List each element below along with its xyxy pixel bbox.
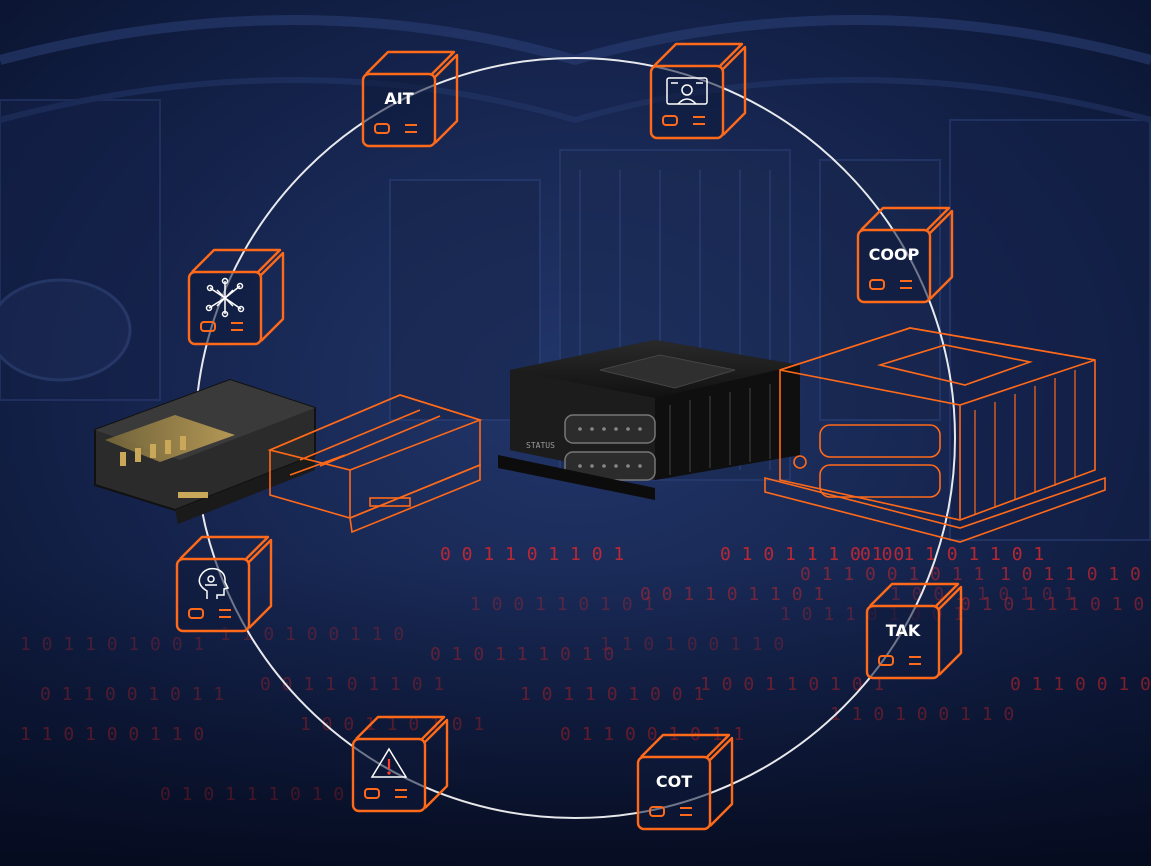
module-side-face — [929, 209, 954, 300]
module-label: TAK — [886, 621, 921, 640]
module-tak[interactable]: TAK — [865, 582, 963, 680]
module-dashboard[interactable] — [649, 42, 747, 140]
status-label: STATUS — [526, 441, 555, 450]
module-front-face — [649, 64, 725, 140]
port-icon — [374, 123, 390, 134]
module-label: COT — [656, 772, 692, 791]
module-top-face — [653, 42, 744, 67]
port-icon — [878, 655, 894, 666]
rugged-box-photo: STATUS — [498, 340, 800, 500]
port-icon — [649, 806, 665, 817]
port-icon — [662, 115, 678, 126]
hardware-lineup: STATUS — [94, 327, 1106, 543]
module-front-face — [856, 228, 932, 304]
binary-digits: 0 1 0 1 1 1 0 1 0 — [720, 544, 904, 565]
module-top-face — [869, 582, 960, 607]
rugged-box-outline — [764, 327, 1106, 543]
module-network[interactable] — [187, 248, 285, 346]
module-top-face — [355, 715, 446, 740]
port-icon — [364, 788, 380, 799]
module-front-face — [175, 557, 251, 633]
module-cot[interactable]: COT — [636, 733, 734, 831]
port-icon — [188, 608, 204, 619]
module-side-face — [260, 251, 285, 342]
network-node-icon — [205, 277, 245, 318]
module-top-face — [640, 733, 731, 758]
module-side-face — [434, 53, 459, 144]
module-coop[interactable]: COOP — [856, 206, 954, 304]
module-top-face — [179, 535, 270, 560]
floor-shade — [0, 560, 1151, 866]
module-side-face — [248, 538, 273, 629]
module-top-face — [860, 206, 951, 231]
module-side-face — [709, 736, 734, 827]
module-warning[interactable] — [351, 715, 449, 813]
module-front-face — [351, 737, 427, 813]
module-side-face — [424, 718, 449, 809]
ai-head-icon — [198, 567, 230, 599]
port-icon — [200, 321, 216, 332]
port-icon — [869, 279, 885, 290]
module-ai[interactable] — [175, 535, 273, 633]
binary-digits: 0 0 1 1 0 1 1 0 1 — [440, 544, 624, 565]
module-label: COOP — [869, 245, 920, 264]
module-front-face — [361, 72, 437, 148]
module-ring: AIT COOP TAK COT — [175, 42, 963, 831]
module-top-face — [191, 248, 282, 273]
vpx-card-outline — [267, 394, 483, 534]
user-dashboard-icon — [666, 77, 708, 105]
module-label: AIT — [384, 89, 413, 108]
module-side-face — [938, 585, 963, 676]
module-front-face — [865, 604, 941, 680]
server-room-backdrop — [0, 15, 1151, 541]
module-ait[interactable]: AIT — [361, 50, 459, 148]
module-top-face — [365, 50, 456, 75]
module-side-face — [722, 45, 747, 136]
binary-digits: 0 0 1 1 0 1 1 0 1 — [860, 544, 1044, 565]
module-front-face — [636, 755, 712, 831]
warning-triangle-icon — [370, 747, 408, 778]
vpx-card-photo — [94, 378, 316, 524]
